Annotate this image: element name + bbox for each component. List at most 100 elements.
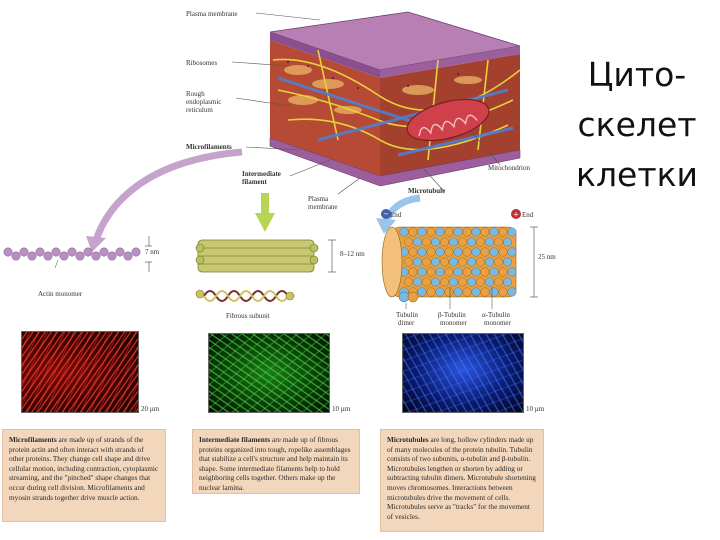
tubulin-subunit [458,238,467,247]
label-microfilaments: Microfilaments [186,143,232,151]
tubulin-subunit [445,248,454,257]
tubulin-subunit [463,248,472,257]
tubulin-subunit [418,228,427,237]
tubulin-subunit [427,248,436,257]
tubulin-subunit [436,288,445,297]
arrow-intermediate [255,213,275,232]
tubulin-subunit [427,228,436,237]
tubulin-subunit [494,278,503,287]
tubulin-subunit [436,228,445,237]
tubulin-subunit [404,238,413,247]
label-8-12nm: 8–12 nm [340,250,365,258]
tubulin-subunit [413,238,422,247]
tubulin-subunit [409,228,418,237]
tubulin-subunit [476,238,485,247]
label-plasma-membrane-2b: membrane [308,203,338,211]
tubulin-subunit [476,258,485,267]
micrograph-microtubules [402,333,524,413]
tubulin-subunit [490,288,499,297]
tubulin-subunit [440,278,449,287]
tubulin-subunit [499,228,508,237]
label-alpha-tubulin-2: monomer [484,319,511,327]
description-microtubules: Microtubules are long, hollow cylinders … [380,429,544,532]
tubulin-subunit [494,258,503,267]
description-intermediate: Intermediate filaments are made up of fi… [192,429,360,494]
label-ribosomes: Ribosomes [186,59,217,67]
tubulin-subunit [445,228,454,237]
tubulin-subunit [472,288,481,297]
label-plasma-membrane-2a: Plasma [308,195,328,203]
tubulin-subunit [481,268,490,277]
tubulin-subunit [422,238,431,247]
label-25nm: 25 nm [538,253,556,261]
tubulin-subunit [400,228,409,237]
actin-filament [0,232,160,282]
tubulin-subunit [449,278,458,287]
tubulin-subunit [445,288,454,297]
label-beta-tubulin-1: β-Tubulin [438,311,466,319]
scale-microfilaments: 20 µm [141,405,159,413]
scale-microtubules: 10 µm [526,405,544,413]
tubulin-subunit [467,238,476,247]
description-microtubules-text: are long, hollow cylinders made up of ma… [387,435,536,521]
tubulin-subunit [454,268,463,277]
tubulin-subunit [409,268,418,277]
label-tubulin-dimer-2: dimer [398,319,414,327]
tubulin-subunit [508,248,517,257]
tubulin-subunit [463,268,472,277]
tubulin-subunit [499,268,508,277]
tubulin-subunit [445,268,454,277]
label-fibrous-subunit: Fibrous subunit [226,312,270,320]
label-mitochondrion: Mitochondrion [488,164,530,172]
tubulin-subunit [440,258,449,267]
svg-text:+: + [513,211,519,219]
intermediate-filament-rope [190,234,360,324]
tubulin-subunit [418,268,427,277]
tubulin-subunit [418,248,427,257]
tubulin-subunit [503,238,512,247]
tubulin-subunit [422,278,431,287]
tubulin-subunit [454,288,463,297]
tubulin-subunit [454,228,463,237]
description-microfilaments-title: Microfilaments [9,435,57,444]
tubulin-subunit [463,228,472,237]
tubulin-subunit [472,248,481,257]
tubulin-subunit [499,248,508,257]
label-rough-er-2: endoplasmic [186,98,221,106]
tubulin-subunit [427,268,436,277]
tubulin-subunit [472,268,481,277]
tubulin-subunit [440,238,449,247]
tubulin-subunit [422,258,431,267]
tubulin-subunit [485,278,494,287]
tubulin-subunit [463,288,472,297]
tubulin-subunit [476,278,485,287]
scale-intermediate: 10 µm [332,405,350,413]
tubulin-subunit [431,278,440,287]
label-tubulin-dimer-1: Tubulin [396,311,418,319]
tubulin-subunit [490,248,499,257]
tubulin-subunit [508,288,517,297]
tubulin-subunit [490,228,499,237]
tubulin-subunit [431,238,440,247]
tubulin-subunit [413,278,422,287]
tubulin-subunit [413,258,422,267]
tubulin-subunit [436,268,445,277]
tubulin-subunit [508,268,517,277]
description-microfilaments: Microfilaments are made up of strands of… [2,429,166,522]
tubulin-subunit [418,288,427,297]
tubulin-subunit [499,288,508,297]
tubulin-subunit [427,288,436,297]
description-intermediate-title: Intermediate filaments [199,435,270,444]
tubulin-subunit [503,278,512,287]
tubulin-subunit [472,228,481,237]
tubulin-subunit [458,258,467,267]
label-minus-end: End [390,211,401,219]
tubulin-subunit [508,228,517,237]
tubulin-subunit [494,238,503,247]
label-intermediate-2: filament [242,178,267,186]
tubulin-subunit [449,238,458,247]
tubulin-subunit [404,258,413,267]
label-rough-er-1: Rough [186,90,205,98]
tubulin-subunit [458,278,467,287]
label-beta-tubulin-2: monomer [440,319,467,327]
